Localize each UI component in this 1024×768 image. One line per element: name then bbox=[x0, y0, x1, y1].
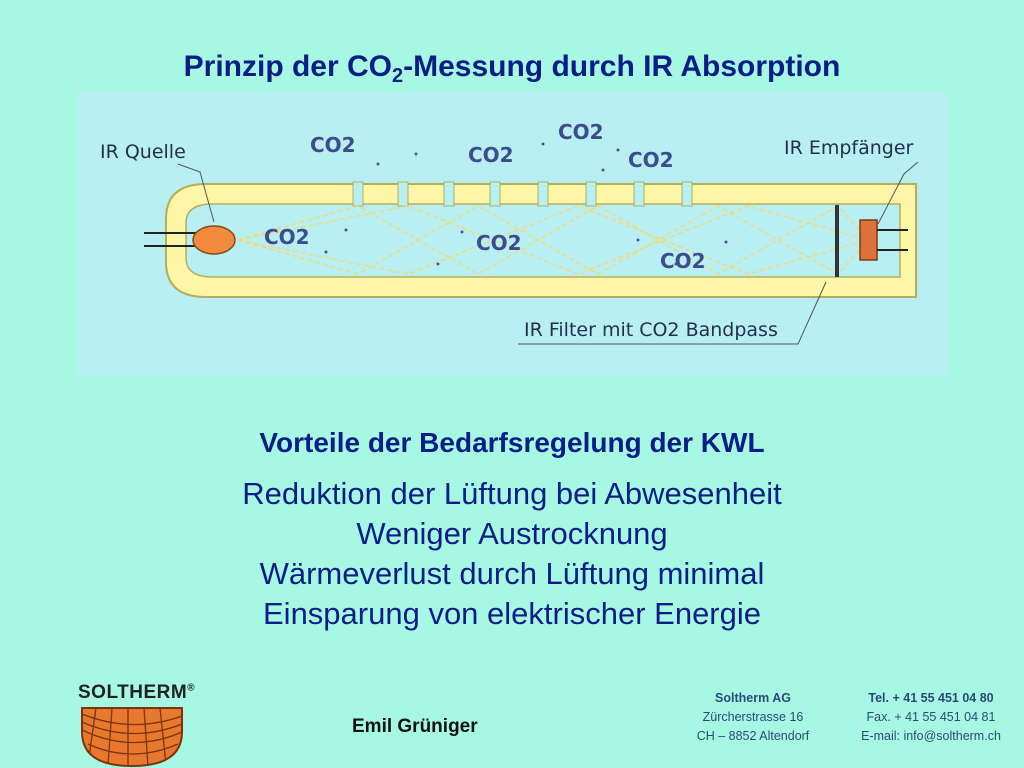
diagram-canvas: IR Quelle IR Empfänger IR Filter mit CO2… bbox=[100, 120, 919, 345]
benefit-item: Einsparung von elektrischer Energie bbox=[263, 596, 761, 631]
footer-email[interactable]: E-mail: info@soltherm.ch bbox=[861, 729, 1001, 743]
benefits-list: Reduktion der Lüftung bei Abwesenheit We… bbox=[0, 474, 1024, 634]
co2-label: CO2 bbox=[558, 120, 604, 144]
source-leader bbox=[177, 163, 215, 223]
tube-channel bbox=[185, 203, 901, 278]
logo-wordmark: SOLTHERM® bbox=[78, 682, 196, 703]
filter-leader bbox=[518, 281, 827, 345]
title-prefix: Prinzip der CO bbox=[183, 50, 392, 84]
footer-street: Zürcherstrasse 16 bbox=[702, 710, 804, 724]
benefit-item: Weniger Austrocknung bbox=[356, 516, 668, 551]
co2-label: CO2 bbox=[476, 231, 522, 255]
co2-label: CO2 bbox=[264, 225, 310, 249]
benefit-item: Reduktion der Lüftung bei Abwesenheit bbox=[242, 476, 782, 511]
receiver-leader bbox=[877, 161, 919, 225]
benefit-item: Wärmeverlust durch Lüftung minimal bbox=[259, 556, 765, 591]
page-title: Prinzip der CO2-Messung durch IR Absorpt… bbox=[0, 50, 1024, 88]
title-subscript: 2 bbox=[392, 65, 404, 88]
co2-label: CO2 bbox=[660, 249, 706, 273]
footer-city: CH – 8852 Altendorf bbox=[696, 729, 810, 743]
ir-filter bbox=[835, 205, 839, 277]
benefits-heading: Vorteile der Bedarfsregelung der KWL bbox=[259, 427, 765, 459]
co2-label: CO2 bbox=[628, 148, 674, 172]
label-ir-source: IR Quelle bbox=[100, 141, 186, 163]
title-suffix: -Messung durch IR Absorption bbox=[403, 50, 841, 84]
molecule-dots bbox=[324, 142, 728, 266]
label-ir-filter: IR Filter mit CO2 Bandpass bbox=[524, 319, 778, 341]
ir-receiver bbox=[859, 219, 878, 261]
label-ir-receiver: IR Empfänger bbox=[784, 137, 914, 159]
presenter-name: Emil Grüniger bbox=[352, 716, 478, 737]
footer-fax: Fax. + 41 55 451 04 81 bbox=[866, 710, 996, 724]
ir-absorption-diagram: IR Quelle IR Empfänger IR Filter mit CO2… bbox=[78, 92, 947, 376]
co2-label: CO2 bbox=[310, 133, 356, 157]
footer-tel: Tel. + 41 55 451 04 80 bbox=[868, 691, 994, 705]
footer-address: Soltherm AG Zürcherstrasse 16 CH – 8852 … bbox=[680, 689, 826, 746]
co2-label: CO2 bbox=[468, 143, 514, 167]
soltherm-logo: SOLTHERM® bbox=[78, 682, 195, 768]
tube-openings bbox=[352, 181, 693, 207]
logo-emblem bbox=[81, 707, 183, 768]
ir-source bbox=[192, 225, 236, 255]
footer-contact: Tel. + 41 55 451 04 80 Fax. + 41 55 451 … bbox=[846, 689, 1016, 746]
footer-company: Soltherm AG bbox=[715, 691, 791, 705]
